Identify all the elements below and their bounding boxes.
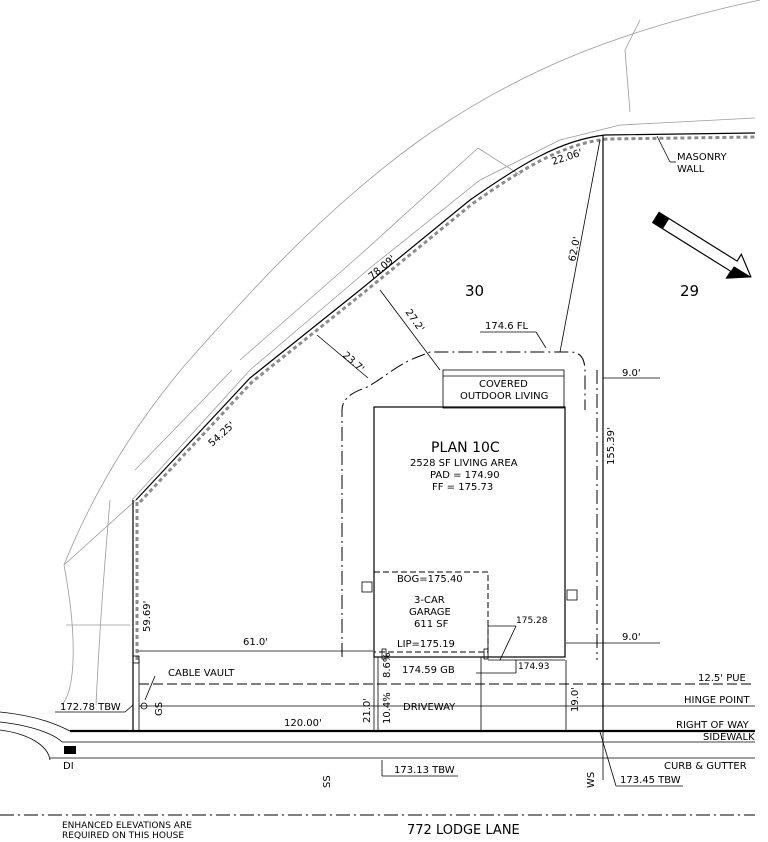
dim-22-06: 22.06' xyxy=(551,148,584,168)
living-area-label: 2528 SF LIVING AREA xyxy=(410,458,518,469)
lot-29-label: 29 xyxy=(680,282,699,300)
cable-vault-label: CABLE VAULT xyxy=(168,668,235,679)
dim-10-4-percent: 10.4% xyxy=(382,692,393,724)
lot-30-label: 30 xyxy=(465,282,484,300)
dim-19-0: 19.0' xyxy=(570,687,581,712)
adjacent-lot-lines xyxy=(61,0,761,706)
dim-8-6-percent: 8.6% xyxy=(382,653,393,678)
covered-label-2: OUTDOOR LIVING xyxy=(460,391,548,402)
ws-label: WS xyxy=(586,772,597,788)
tbw-173-13: 173.13 TBW xyxy=(394,765,455,776)
text-labels: 30 29 PLAN 10C 2528 SF LIVING AREA PAD =… xyxy=(60,148,755,841)
dim-9-0-bottom: 9.0' xyxy=(622,632,641,643)
setback-line xyxy=(341,351,598,660)
dim-120-00: 120.00' xyxy=(284,718,322,729)
cable-vault-icon xyxy=(140,702,148,710)
tbw-172-78: 172.78 TBW xyxy=(60,702,121,713)
enhanced-elevations-line-1: ENHANCED ELEVATIONS ARE xyxy=(62,821,192,831)
dim-174-6-fl: 174.6 FL xyxy=(485,321,529,332)
dim-23-7: 23.7' xyxy=(340,350,366,375)
ss-label: SS xyxy=(322,775,333,788)
covered-label-1: COVERED xyxy=(479,379,528,390)
dim-27-2: 27.2' xyxy=(403,307,426,334)
bog-label: BOG=175.40 xyxy=(397,574,463,585)
pue-label: 12.5' PUE xyxy=(698,673,746,684)
dim-175-28: 175.28 xyxy=(516,616,548,626)
plan-title: PLAN 10C xyxy=(431,440,500,456)
house-footprint xyxy=(361,369,578,661)
drain-inlet-icon xyxy=(64,746,76,754)
north-arrow-icon xyxy=(651,211,752,279)
sidewalk-label: SIDEWALK xyxy=(703,732,755,743)
garage-label-3: 611 SF xyxy=(414,619,449,630)
dim-155-39: 155.39' xyxy=(606,427,617,465)
street-name: 772 LODGE LANE xyxy=(407,823,520,838)
dim-174-59-gb: 174.59 GB xyxy=(402,665,455,676)
dim-62-0: 62.0' xyxy=(567,236,583,263)
curb-gutter-label: CURB & GUTTER xyxy=(664,761,747,772)
dim-59-69: 59.69' xyxy=(142,601,153,632)
dimension-lines xyxy=(55,135,683,787)
right-of-way-label: RIGHT OF WAY xyxy=(676,720,750,731)
tbw-173-45: 173.45 TBW xyxy=(620,775,681,786)
driveway xyxy=(373,657,565,731)
di-label: DI xyxy=(63,761,74,772)
street-edge xyxy=(0,683,755,816)
dim-21-0: 21.0' xyxy=(362,698,373,723)
masonry-label-2: WALL xyxy=(677,164,705,175)
ff-label: FF = 175.73 xyxy=(432,482,493,493)
hinge-point-label: HINGE POINT xyxy=(684,695,751,706)
lip-label: LIP=175.19 xyxy=(397,639,455,650)
pad-label: PAD = 174.90 xyxy=(430,470,500,481)
dim-61-0: 61.0' xyxy=(243,637,268,648)
driveway-label: DRIVEWAY xyxy=(403,702,456,713)
dim-174-93: 174.93 xyxy=(518,662,550,672)
dim-9-0-top: 9.0' xyxy=(622,368,641,379)
garage-label-2: GARAGE xyxy=(409,607,451,618)
enhanced-elevations-line-2: REQUIRED ON THIS HOUSE xyxy=(62,831,184,841)
masonry-wall xyxy=(132,132,756,730)
garage-label-1: 3-CAR xyxy=(414,595,445,606)
gs-label: GS xyxy=(154,702,165,716)
masonry-label-1: MASONRY xyxy=(677,152,727,163)
